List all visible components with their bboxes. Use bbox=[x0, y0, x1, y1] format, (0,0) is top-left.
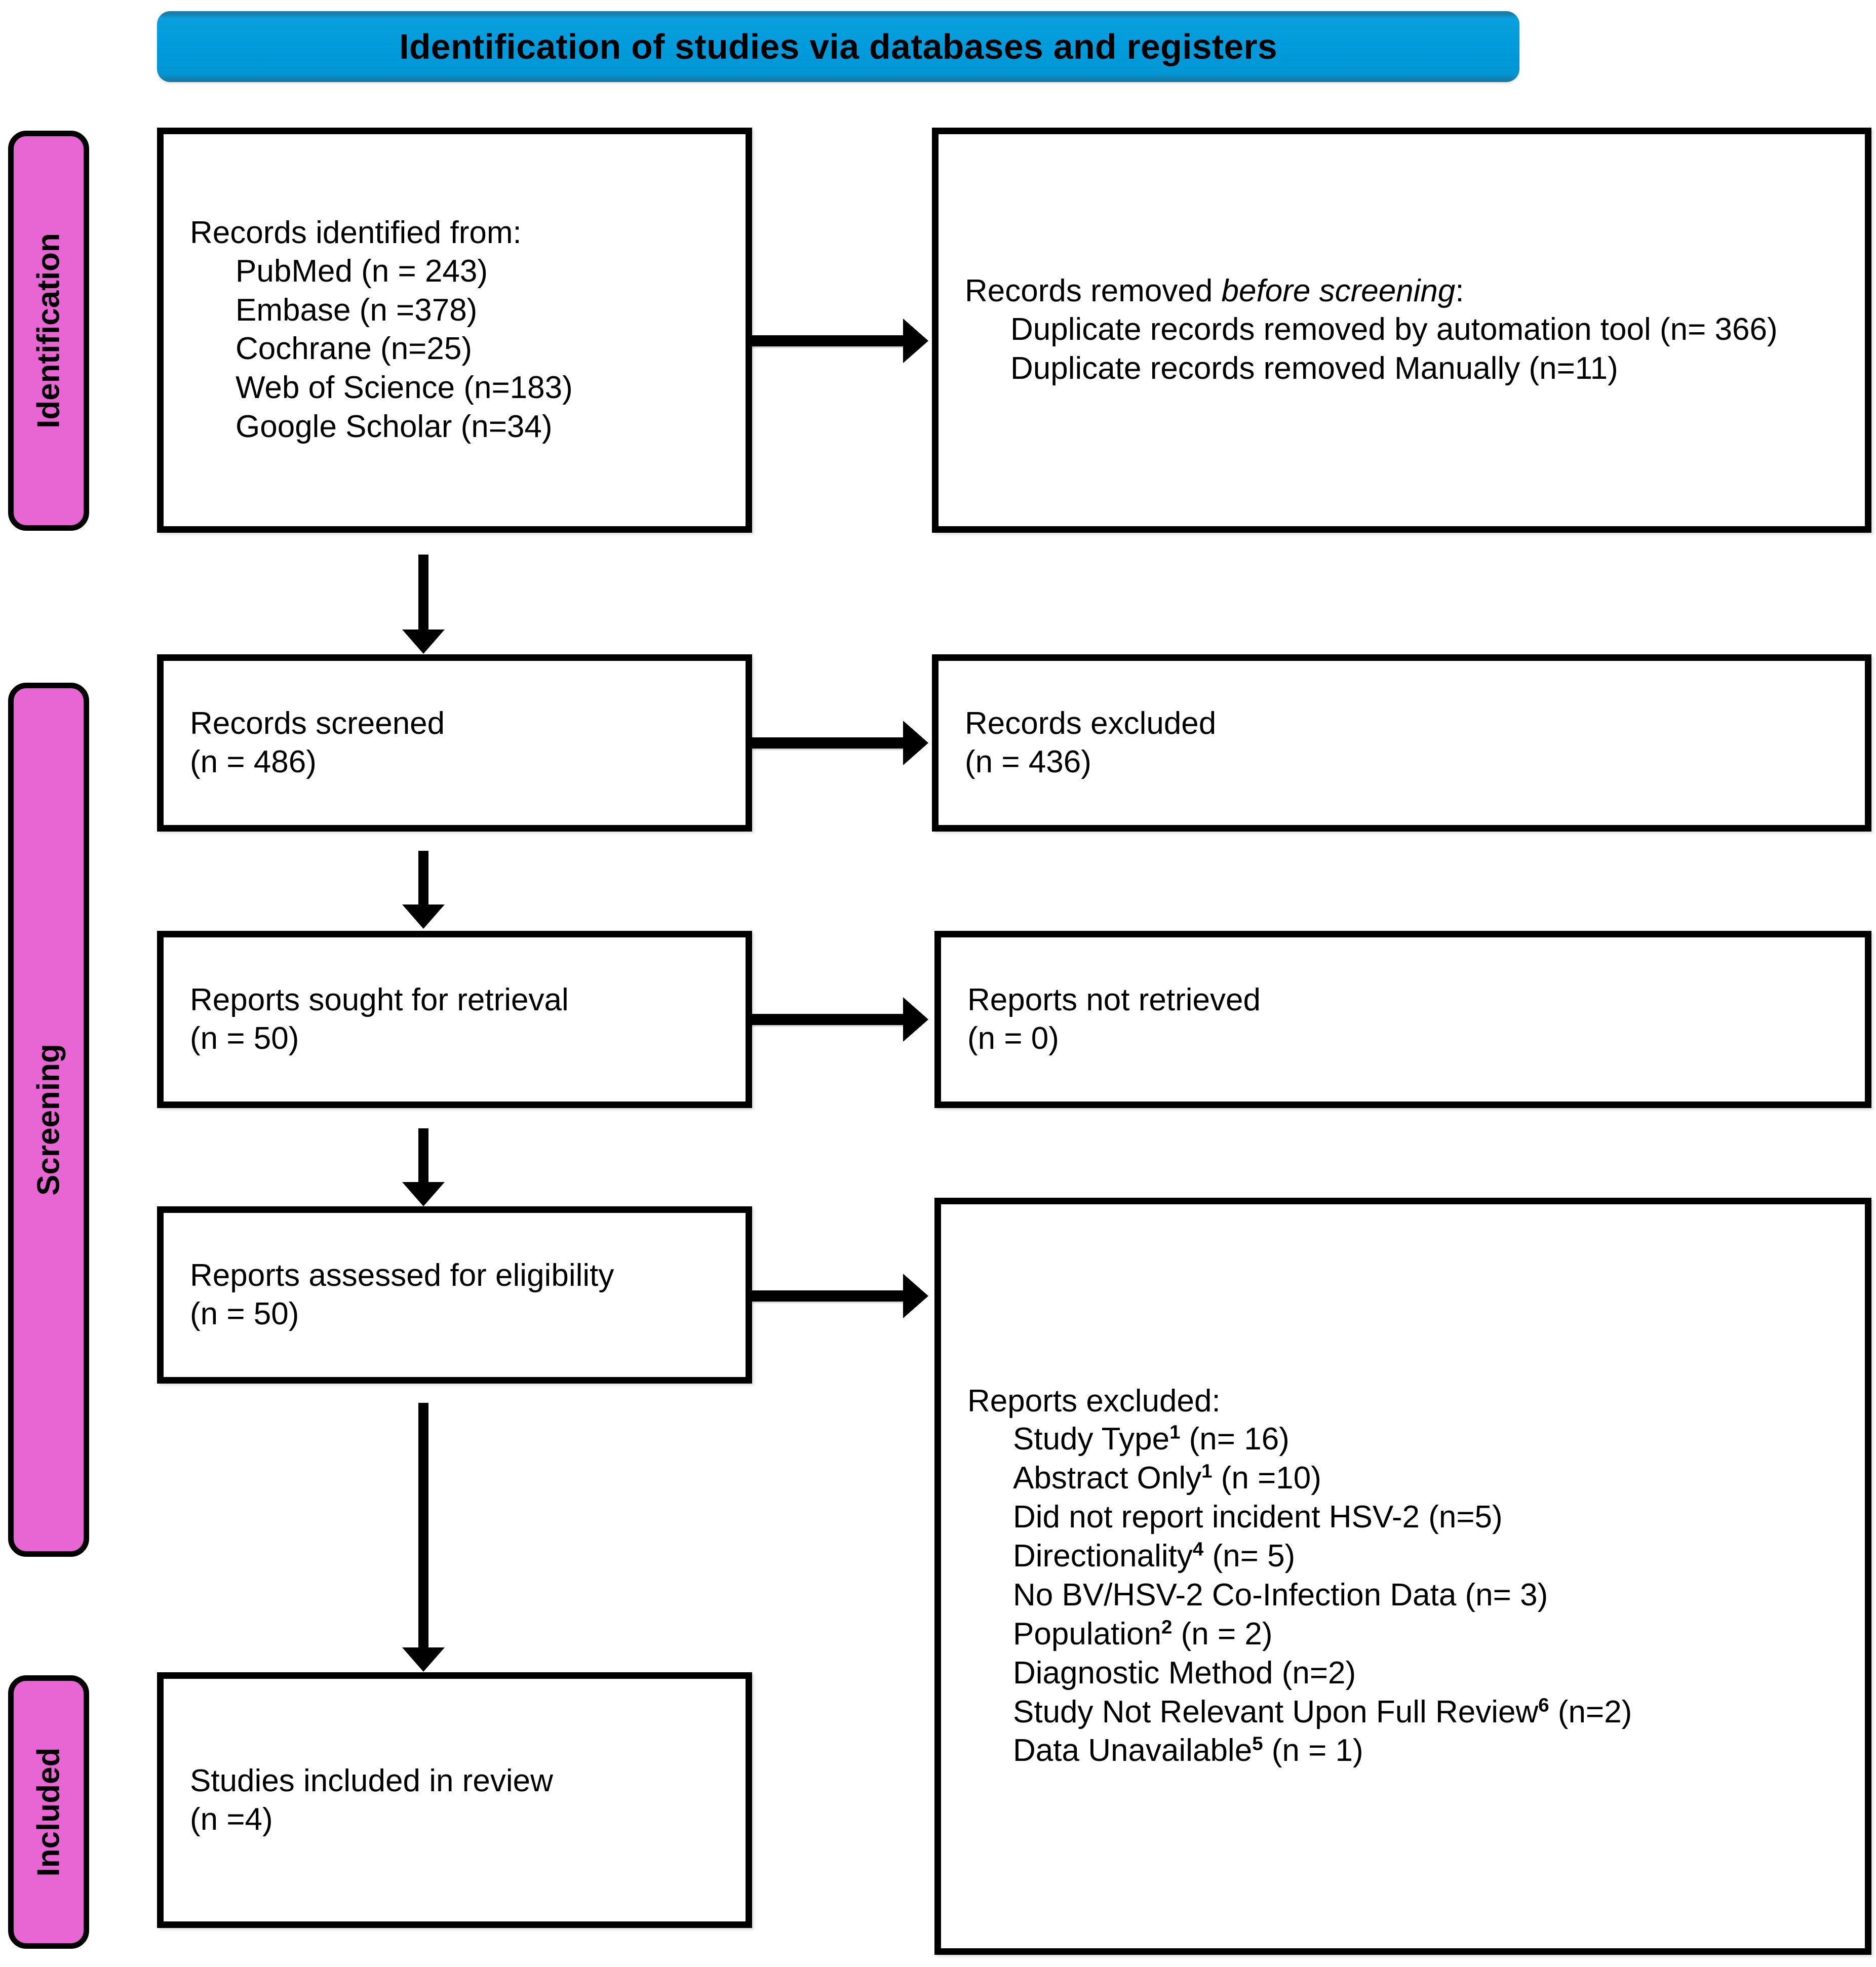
list-item: Study Type1 (n= 16) bbox=[967, 1420, 1839, 1459]
box-records-removed-title: Records removed before screening: bbox=[965, 272, 1839, 310]
stage-label-identification-text: Identification bbox=[31, 233, 66, 428]
box-records-excluded: Records excluded (n = 436) bbox=[932, 654, 1871, 832]
exclusion-reason-label: Data Unavailable bbox=[1013, 1733, 1253, 1768]
exclusion-reason-footnote-marker: 2 bbox=[1161, 1616, 1172, 1638]
box-records-identified-title: Records identified from: bbox=[190, 215, 522, 250]
exclusion-reason-count: (n = 2) bbox=[1172, 1616, 1273, 1651]
box-reports-not-retrieved-count: (n = 0) bbox=[967, 1021, 1059, 1056]
box-reports-assessed-title: Reports assessed for eligibility bbox=[190, 1258, 614, 1293]
list-item: Did not report incident HSV-2 (n=5) bbox=[967, 1498, 1839, 1537]
exclusion-reason-label: Study Not Relevant Upon Full Review bbox=[1013, 1694, 1539, 1729]
arrow-right-sought-to-not-retrieved bbox=[752, 1014, 904, 1025]
arrow-down-assessed-to-included bbox=[418, 1403, 428, 1648]
exclusion-reason-count: (n=5) bbox=[1419, 1500, 1503, 1535]
box-records-identified-sources: PubMed (n = 243) Embase (n =378) Cochran… bbox=[190, 252, 719, 447]
list-item: Abstract Only1 (n =10) bbox=[967, 1459, 1839, 1498]
stage-label-included-text: Included bbox=[31, 1747, 66, 1877]
box-studies-included-in-review: Studies included in review (n =4) bbox=[157, 1672, 752, 1928]
box-reports-assessed-count: (n = 50) bbox=[190, 1296, 299, 1331]
box-studies-included-count: (n =4) bbox=[190, 1801, 273, 1837]
box-reports-sought-for-retrieval: Reports sought for retrieval (n = 50) bbox=[157, 931, 752, 1108]
list-item: Embase (n =378) bbox=[236, 292, 478, 328]
records-removed-emphasis: before screening bbox=[1221, 273, 1456, 309]
banner-title: Identification of studies via databases … bbox=[399, 27, 1277, 66]
box-records-excluded-count: (n = 436) bbox=[965, 744, 1091, 779]
exclusion-reason-label: Did not report incident HSV-2 bbox=[1013, 1500, 1420, 1535]
box-records-screened-count: (n = 486) bbox=[190, 744, 317, 779]
list-item: Diagnostic Method (n=2) bbox=[967, 1654, 1839, 1693]
exclusion-reason-count: (n =10) bbox=[1212, 1461, 1321, 1496]
box-records-excluded-title: Records excluded bbox=[965, 706, 1217, 741]
exclusion-reason-footnote-marker: 4 bbox=[1192, 1538, 1204, 1560]
list-item: Duplicate records removed Manually (n=11… bbox=[1010, 350, 1618, 386]
box-reports-sought-count: (n = 50) bbox=[190, 1021, 299, 1056]
list-item: Study Not Relevant Upon Full Review6 (n=… bbox=[967, 1693, 1839, 1732]
exclusion-reason-count: (n=2) bbox=[1273, 1655, 1356, 1690]
exclusion-reason-footnote-marker: 5 bbox=[1252, 1733, 1263, 1755]
exclusion-reason-count: (n=2) bbox=[1549, 1694, 1632, 1729]
box-reports-not-retrieved-title: Reports not retrieved bbox=[967, 982, 1261, 1018]
identification-banner: Identification of studies via databases … bbox=[157, 11, 1519, 82]
stage-label-screening-text: Screening bbox=[31, 1044, 66, 1196]
list-item: Duplicate records removed by automation … bbox=[1010, 311, 1778, 347]
list-item: Directionality4 (n= 5) bbox=[967, 1537, 1839, 1576]
exclusion-reason-footnote-marker: 1 bbox=[1169, 1421, 1181, 1443]
box-reports-not-retrieved: Reports not retrieved (n = 0) bbox=[934, 931, 1871, 1108]
arrow-down-sought-to-assessed bbox=[418, 1128, 428, 1183]
list-item: Population2 (n = 2) bbox=[967, 1615, 1839, 1654]
box-records-identified: Records identified from: PubMed (n = 243… bbox=[157, 128, 752, 533]
exclusion-reason-count: (n= 16) bbox=[1180, 1422, 1289, 1457]
box-reports-excluded: Reports excluded: Study Type1 (n= 16)Abs… bbox=[934, 1198, 1871, 1955]
arrow-right-assessed-to-reports-excluded bbox=[752, 1290, 904, 1302]
stage-label-screening: Screening bbox=[8, 683, 89, 1557]
exclusion-reason-count: (n= 3) bbox=[1456, 1577, 1548, 1612]
list-item: No BV/HSV-2 Co-Infection Data (n= 3) bbox=[967, 1576, 1839, 1615]
exclusion-reason-label: Study Type bbox=[1013, 1422, 1170, 1457]
list-item: Cochrane (n=25) bbox=[236, 331, 472, 367]
exclusion-reason-label: Directionality bbox=[1013, 1539, 1193, 1573]
exclusion-reason-label: Abstract Only bbox=[1013, 1461, 1202, 1496]
list-item: PubMed (n = 243) bbox=[236, 253, 488, 289]
arrow-down-screened-to-sought bbox=[418, 851, 428, 906]
box-studies-included-title: Studies included in review bbox=[190, 1763, 553, 1798]
stage-label-included: Included bbox=[8, 1675, 89, 1949]
exclusion-reason-footnote-marker: 1 bbox=[1201, 1460, 1213, 1482]
exclusion-reason-count: (n= 5) bbox=[1203, 1539, 1296, 1573]
box-records-removed-before-screening: Records removed before screening: Duplic… bbox=[932, 128, 1871, 533]
exclusion-reason-label: No BV/HSV-2 Co-Infection Data bbox=[1013, 1577, 1457, 1612]
list-item: Google Scholar (n=34) bbox=[236, 409, 553, 445]
box-reports-excluded-title: Reports excluded: bbox=[967, 1383, 1221, 1419]
box-records-screened: Records screened (n = 486) bbox=[157, 654, 752, 832]
list-item: Data Unavailable5 (n = 1) bbox=[967, 1732, 1839, 1771]
exclusion-reason-label: Diagnostic Method bbox=[1013, 1655, 1273, 1690]
records-removed-suffix: : bbox=[1455, 273, 1464, 309]
records-removed-prefix: Records removed bbox=[965, 273, 1222, 309]
arrow-down-identified-to-screened bbox=[418, 555, 428, 631]
box-records-screened-title: Records screened bbox=[190, 706, 445, 741]
list-item: Web of Science (n=183) bbox=[236, 370, 573, 406]
stage-label-identification: Identification bbox=[8, 131, 89, 531]
box-reports-assessed-for-eligibility: Reports assessed for eligibility (n = 50… bbox=[157, 1206, 752, 1384]
exclusion-reason-footnote-marker: 6 bbox=[1538, 1694, 1549, 1716]
box-reports-excluded-reasons: Study Type1 (n= 16)Abstract Only1 (n =10… bbox=[967, 1420, 1839, 1771]
box-records-removed-items: Duplicate records removed by automation … bbox=[965, 310, 1839, 388]
arrow-right-identified-to-removed bbox=[752, 335, 904, 346]
exclusion-reason-label: Population bbox=[1013, 1616, 1162, 1651]
box-reports-sought-title: Reports sought for retrieval bbox=[190, 982, 569, 1018]
arrow-right-screened-to-excluded bbox=[752, 737, 904, 749]
exclusion-reason-count: (n = 1) bbox=[1263, 1733, 1363, 1768]
